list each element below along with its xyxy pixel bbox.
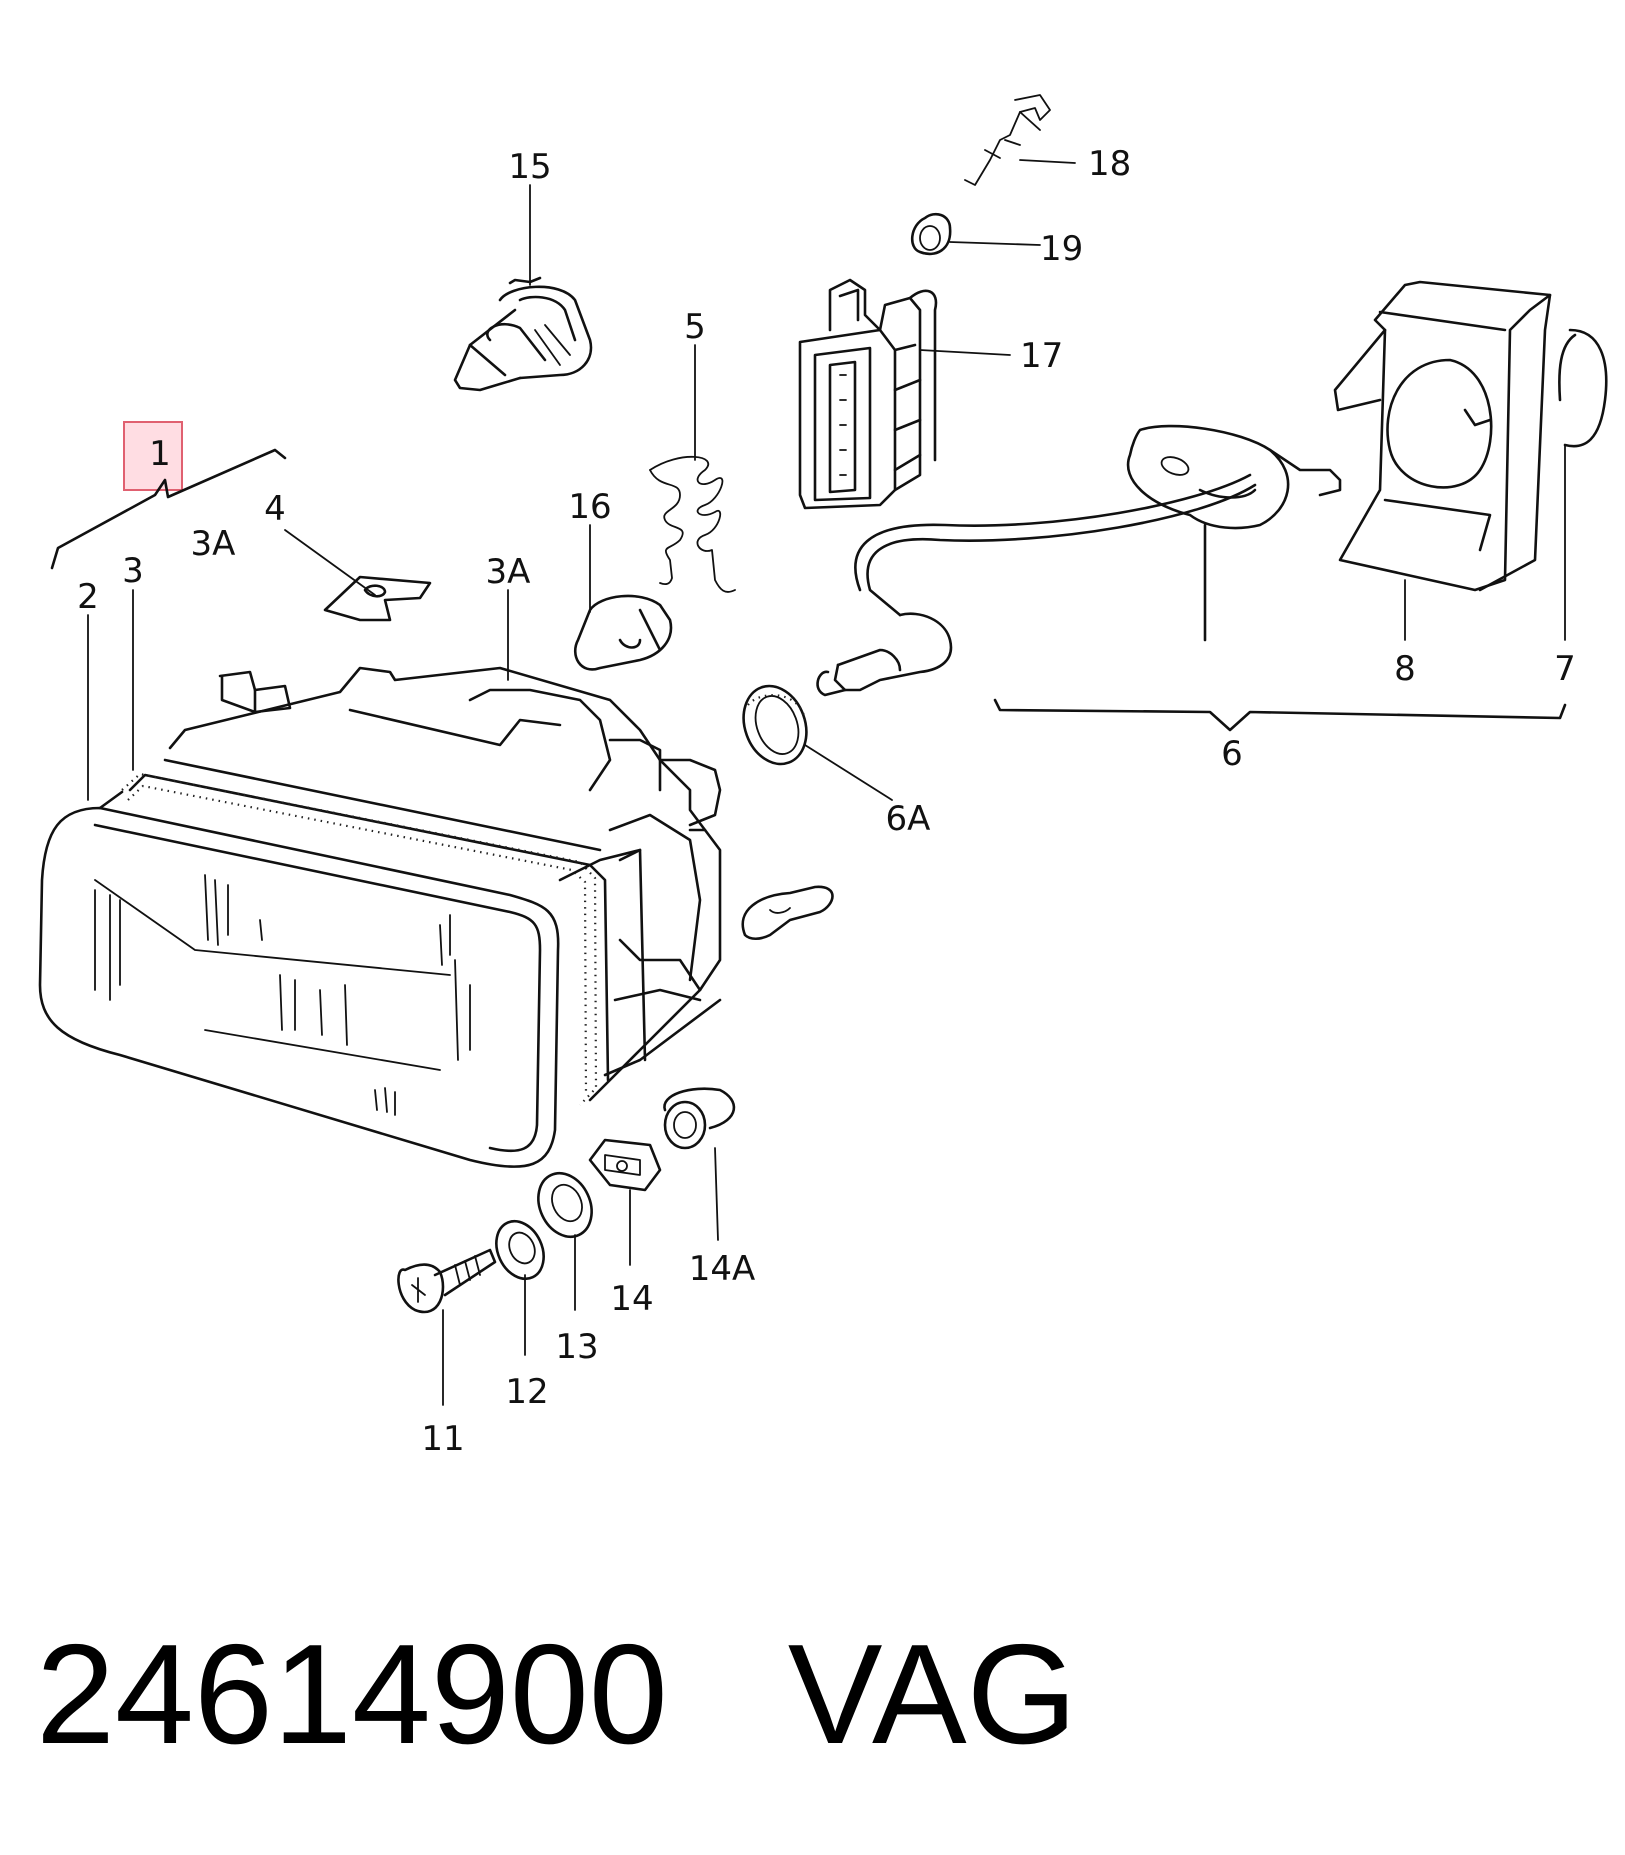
screw-11: [397, 1248, 497, 1314]
bracket-4: [323, 575, 432, 622]
callout-11: 11: [421, 1419, 464, 1459]
callout-12: 12: [505, 1372, 548, 1412]
callout-labels: 15 18 19 17 5 16 4 3A 3A 3 2 8 7 6 6A 14…: [77, 144, 1576, 1459]
brand-name: VAG: [787, 1615, 1078, 1774]
callout-3A-right: 3A: [486, 552, 531, 592]
cap-8: [1333, 280, 1552, 592]
callout-6: 6: [1221, 734, 1243, 774]
callout-14: 14: [610, 1279, 653, 1319]
footer: 24614900 VAG: [36, 1610, 1077, 1780]
callout-8: 8: [1394, 649, 1416, 689]
callout-16: 16: [568, 487, 611, 527]
callout-7: 7: [1554, 649, 1576, 689]
callout-5: 5: [684, 307, 706, 347]
callout-17: 17: [1020, 336, 1063, 376]
callout-18: 18: [1088, 144, 1131, 184]
spring-clip-5: [649, 455, 736, 593]
clip-nut-14: [588, 1138, 662, 1192]
washer-13: [537, 1171, 593, 1239]
halogen-bulb-15: [453, 276, 593, 392]
callout-14A: 14A: [689, 1249, 756, 1289]
callout-2: 2: [77, 577, 99, 617]
callout-1-highlight[interactable]: 1: [123, 421, 183, 491]
bracket-1: [50, 448, 287, 570]
headlight-housing: [38, 666, 722, 1168]
callout-13: 13: [555, 1327, 598, 1367]
socket-assembly-6: [816, 424, 1342, 697]
lens-cover-7: [1558, 328, 1608, 448]
callout-15: 15: [508, 147, 551, 187]
connector-17: [798, 278, 938, 510]
callout-4: 4: [264, 489, 286, 529]
wedge-bulb: [741, 885, 834, 941]
ring-6A: [742, 684, 808, 766]
grommet-19: [911, 212, 952, 256]
callout-3A-left: 3A: [191, 524, 236, 564]
leader-lines: [87, 159, 1567, 1406]
callout-19: 19: [1040, 229, 1083, 269]
bulb-16: [573, 594, 673, 671]
part-number: 24614900: [36, 1615, 668, 1774]
terminal-18: [964, 94, 1051, 186]
washer-12: [495, 1219, 545, 1281]
callout-3: 3: [122, 551, 144, 591]
plug-14A: [663, 1087, 736, 1150]
callout-6A: 6A: [886, 799, 931, 839]
callout-1: 1: [149, 434, 171, 474]
